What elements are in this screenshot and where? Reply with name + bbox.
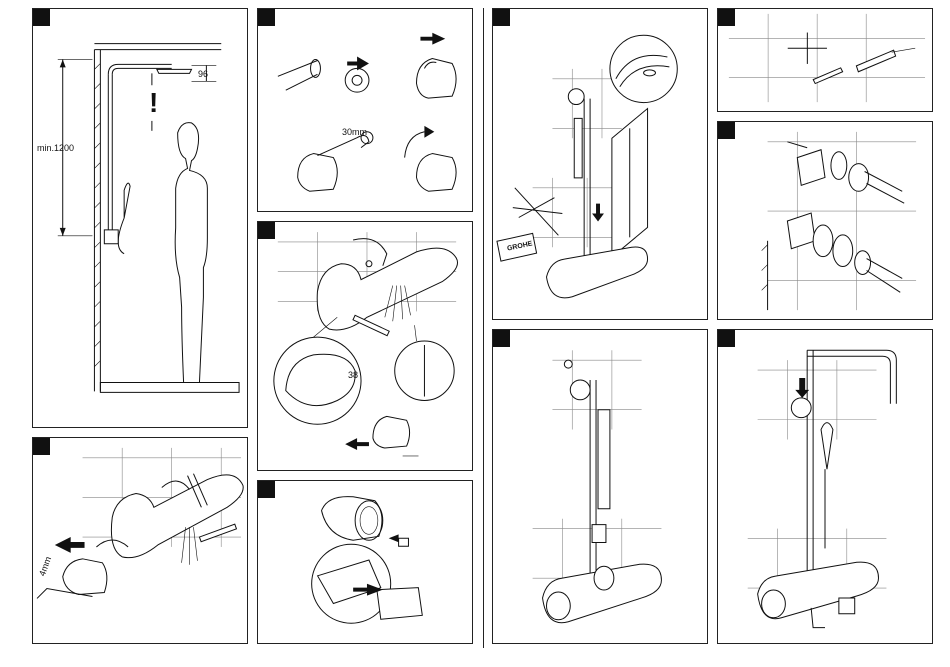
panel-drilling xyxy=(717,8,933,112)
column-divider xyxy=(483,8,484,648)
wall-hatching xyxy=(94,63,100,366)
installation-overview-drawing xyxy=(33,9,247,427)
mixer-key-drawing xyxy=(33,438,247,643)
wall-hatching xyxy=(762,241,768,310)
panel-complete-system xyxy=(717,329,933,644)
wall-bracket-drawing xyxy=(718,122,932,319)
panel-thermostat-detail: 38 xyxy=(257,221,473,471)
handle-assembly-drawing xyxy=(258,481,472,643)
panel-bar-assembly: GROHE xyxy=(492,8,708,320)
panel-column-assembly xyxy=(492,329,708,644)
column-assembly-drawing xyxy=(493,330,707,643)
panel-wall-bracket xyxy=(717,121,933,320)
panel-installation-overview: min.1200 96 ! xyxy=(32,8,248,428)
min-height-label: min.1200 xyxy=(37,143,74,153)
warning-mark: ! xyxy=(149,87,158,119)
panel-mixer-key: 4mm xyxy=(32,437,248,644)
complete-system-drawing xyxy=(718,330,932,643)
clearance-label: 96 xyxy=(198,69,208,79)
temperature-scale-label: 38 xyxy=(348,370,358,380)
connector-fitting-drawing xyxy=(258,9,472,211)
thermostat-detail-drawing xyxy=(258,222,472,470)
panel-handle-assembly: GROHE xyxy=(257,480,473,644)
drilling-drawing xyxy=(718,9,932,111)
bar-assembly-drawing xyxy=(493,9,707,319)
panel-connector-fitting: 30mm xyxy=(257,8,473,212)
wrench-size-label: 30mm xyxy=(342,127,367,137)
